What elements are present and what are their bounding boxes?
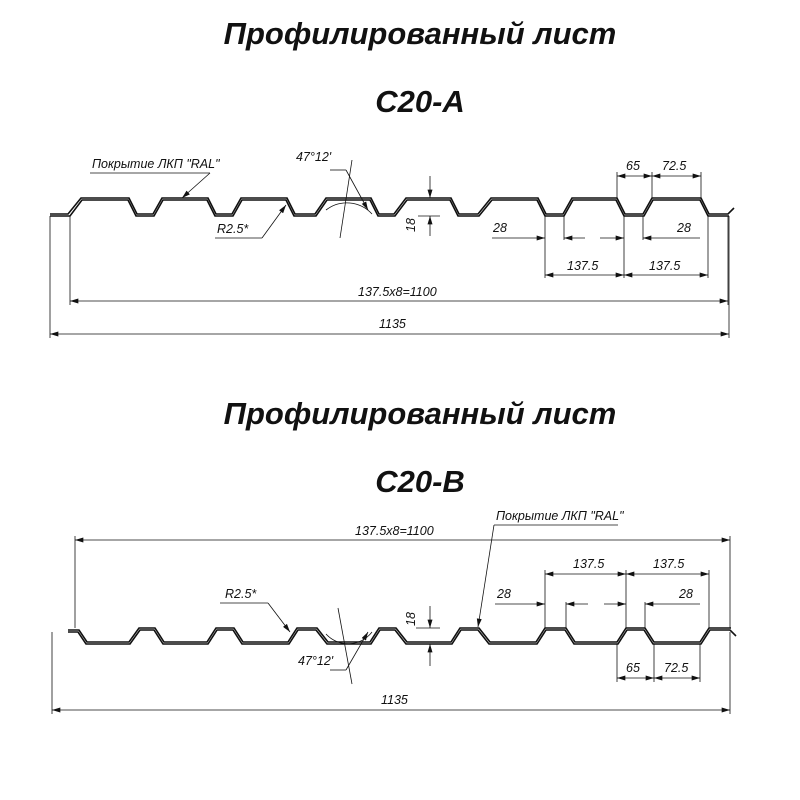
dim-a-coating-label: Покрытие ЛКП "RAL" [92, 157, 220, 171]
dim-a-top-flat-label: 28 [676, 221, 691, 235]
dim-b-top-width-label: 65 [626, 661, 640, 675]
dim-b-slope-width-label: 72.5 [664, 661, 688, 675]
dim-b-radius-label: R2.5* [225, 587, 257, 601]
dim-a-pitch-1-label: 137.5 [567, 259, 598, 273]
dim-a-top-width-label: 65 [626, 159, 640, 173]
dim-b-bottom-flat-label: 28 [496, 587, 511, 601]
drawing-a-title: Профилированный лист [223, 16, 617, 51]
profile-a-inner [50, 199, 729, 217]
drawing-b-subtitle: С20-В [375, 464, 465, 499]
dim-b-pitch-2-label: 137.5 [653, 557, 684, 571]
drawing-b-title: Профилированный лист [223, 396, 617, 431]
dim-b-full-width-label: 1135 [381, 693, 408, 707]
dim-a-angle-label: 47°12' [296, 150, 332, 164]
dim-a-full-width-label: 1135 [379, 317, 406, 331]
dim-b-working-width-label: 137.5x8=1100 [355, 524, 434, 538]
drawing-a: Покрытие ЛКП "RAL" R2.5* 47°12' 18 28 28… [49, 150, 735, 338]
dim-a-pitch-2-label: 137.5 [649, 259, 680, 273]
dim-a-radius-label: R2.5* [217, 222, 249, 236]
dim-b-angle-label: 47°12' [298, 654, 334, 668]
dim-b-height-label: 18 [404, 612, 418, 626]
dim-b-top-flat-label: 28 [678, 587, 693, 601]
dim-a-bottom-flat-label: 28 [492, 221, 507, 235]
profile-b-outer [68, 629, 737, 645]
profile-b-inner [68, 627, 731, 643]
dim-b-pitch-1-label: 137.5 [573, 557, 604, 571]
dim-b-coating-label: Покрытие ЛКП "RAL" [496, 509, 624, 523]
drawing-a-subtitle: С20-А [375, 84, 465, 119]
dim-a-working-width-label: 137.5x8=1100 [358, 285, 437, 299]
profile-a-outer [50, 197, 735, 215]
dim-a-slope-width-label: 72.5 [662, 159, 686, 173]
drawing-b: 137.5x8=1100 Покрытие ЛКП "RAL" 137.5 13… [51, 509, 737, 714]
dim-a-height-label: 18 [404, 218, 418, 232]
